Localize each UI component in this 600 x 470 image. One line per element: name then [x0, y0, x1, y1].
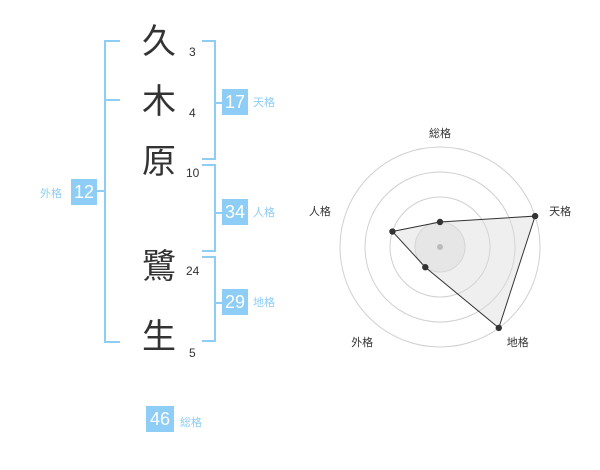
jin-bracket-stub: [214, 212, 222, 214]
radar-data-polygon: [391, 215, 536, 329]
ten-kaku-label: 天格: [253, 96, 275, 109]
chi-kaku-value: 29: [222, 289, 248, 315]
gai-kaku-value: 12: [71, 179, 97, 205]
name-char-5: 生: [142, 317, 176, 357]
stroke-count-5: 5: [189, 346, 196, 360]
radar-axis-label-4: 外格: [351, 335, 373, 349]
jin-kaku-label: 人格: [253, 206, 275, 219]
stroke-count-1: 3: [189, 45, 196, 59]
radar-point-3: [495, 324, 502, 332]
stroke-count-2: 4: [189, 106, 196, 120]
outer-bracket: [104, 40, 120, 343]
outer-bracket-divider: [104, 99, 120, 101]
radar-point-5: [389, 228, 396, 235]
name-char-4: 鷺: [142, 247, 176, 287]
radar-point-1: [436, 218, 444, 226]
chi-bracket: [202, 256, 216, 342]
name-char-3: 原: [142, 142, 176, 182]
radar-point-4: [422, 264, 429, 271]
name-char-1: 久: [142, 22, 176, 62]
jin-kaku-value: 34: [222, 199, 248, 225]
ten-bracket: [202, 40, 216, 160]
name-char-2: 木: [142, 82, 176, 122]
chi-bracket-stub: [214, 302, 222, 304]
radar-ring-2: [389, 196, 491, 298]
radar-ring-4: [339, 146, 541, 348]
chi-kaku-label: 地格: [253, 296, 275, 309]
stroke-count-4: 24: [186, 264, 200, 278]
radar-point-2: [531, 212, 539, 220]
gai-kaku-label: 外格: [40, 187, 62, 200]
ten-kaku-value: 17: [222, 89, 248, 115]
stroke-count-3: 10: [186, 166, 200, 180]
ten-bracket-stub: [214, 102, 222, 104]
sou-kaku-value: 46: [146, 406, 174, 432]
jin-bracket: [202, 164, 216, 252]
radar-axis-label-3: 地格: [507, 335, 529, 349]
outer-bracket-stub: [96, 190, 105, 192]
radar-ring-3: [364, 171, 516, 323]
radar-axis-label-2: 天格: [549, 204, 571, 218]
radar-center-point: [437, 244, 443, 250]
radar-axis-label-1: 総格: [429, 126, 451, 140]
radar-axis-label-5: 人格: [309, 204, 331, 218]
sou-kaku-label: 総格: [180, 416, 202, 429]
